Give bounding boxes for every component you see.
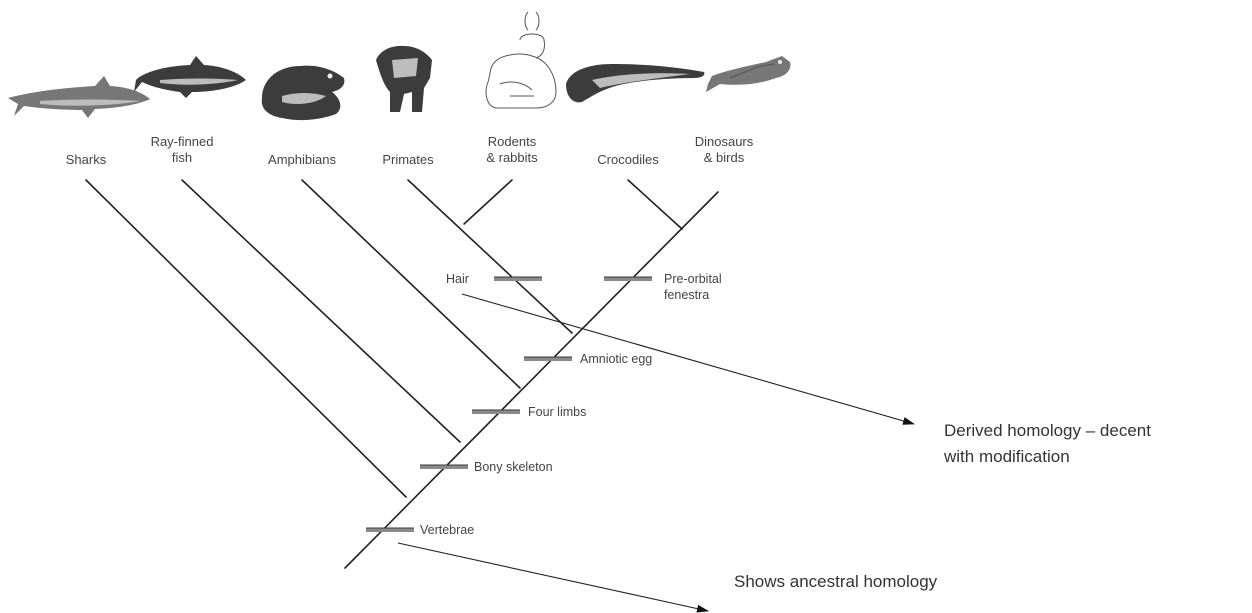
taxon-label-line: & birds — [704, 150, 745, 165]
tick-vertebrae — [366, 528, 414, 530]
taxon-label-line: Sharks — [66, 152, 107, 167]
rabbit-icon — [486, 12, 556, 108]
tick-bony-skeleton — [420, 465, 468, 467]
branch-ray-finned-fish — [182, 180, 460, 442]
taxon-label-line: Dinosaurs — [695, 134, 754, 149]
taxon-label-line: & rabbits — [486, 150, 538, 165]
taxon-label-line: Primates — [382, 152, 434, 167]
branch-sharks — [86, 180, 406, 497]
tick-pre-orbital — [604, 277, 652, 279]
trait-label-bony-skeleton: Bony skeleton — [474, 460, 553, 474]
bird-icon — [706, 56, 790, 92]
fish-icon — [134, 56, 246, 98]
taxon-label-amphibians: Amphibians — [268, 152, 336, 167]
cladogram-branches — [86, 180, 718, 568]
taxon-label-line: Ray-finned — [151, 134, 214, 149]
taxon-label-primates: Primates — [382, 152, 434, 167]
taxon-label-dinosaurs-birds: Dinosaurs& birds — [695, 134, 754, 165]
arrow-ancestral — [398, 543, 708, 611]
taxon-label-line: Rodents — [488, 134, 537, 149]
gorilla-icon — [376, 46, 432, 112]
tick-amniotic-egg — [524, 357, 572, 359]
frog-icon — [262, 66, 345, 120]
trait-label-hair: Hair — [446, 272, 469, 286]
taxon-label-line: Amphibians — [268, 152, 336, 167]
shark-icon — [8, 76, 150, 118]
taxon-label-crocodiles: Crocodiles — [597, 152, 659, 167]
taxon-label-line: fish — [172, 150, 192, 165]
taxon-label-rodents-rabbits: Rodents& rabbits — [486, 134, 538, 165]
annotation-derived-homology: Derived homology – decent with modificat… — [943, 421, 1156, 466]
trait-label-vertebrae: Vertebrae — [420, 523, 474, 537]
tick-hair — [494, 277, 542, 279]
tick-four-limbs — [472, 410, 520, 412]
trait-label-four-limbs: Four limbs — [528, 405, 586, 419]
trait-label-amniotic-egg: Amniotic egg — [580, 352, 652, 366]
branch-crocodiles — [628, 180, 682, 229]
branch-spine — [345, 192, 718, 568]
taxon-label-sharks: Sharks — [66, 152, 107, 167]
branch-amphibians — [302, 180, 520, 388]
taxon-label-line: Crocodiles — [597, 152, 659, 167]
branch-rodents-rabbits — [464, 180, 512, 224]
branch-primates — [408, 180, 572, 333]
trait-label-pre-orbital: Pre-orbital fenestra — [664, 272, 725, 302]
crocodile-icon — [566, 64, 704, 102]
annotation-ancestral-homology: Shows ancestral homology — [734, 572, 938, 591]
